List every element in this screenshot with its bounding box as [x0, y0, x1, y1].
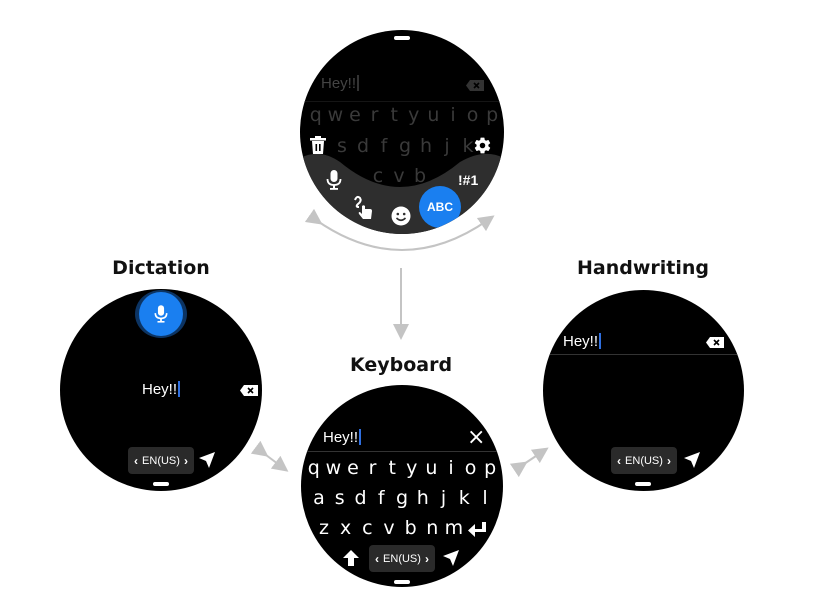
key[interactable]: i [448, 457, 454, 479]
emoji-icon[interactable] [391, 206, 411, 226]
keyboard-text: Hey!! [323, 429, 362, 446]
dictation-text: Hey!! [142, 381, 181, 398]
divider [543, 354, 744, 355]
shift-icon[interactable] [343, 550, 359, 566]
home-bar [635, 482, 651, 486]
next-language-button[interactable]: › [666, 453, 671, 468]
language-selector[interactable]: ‹ EN(US) › [128, 447, 194, 474]
key[interactable]: y [406, 457, 418, 479]
next-language-button[interactable]: › [424, 551, 429, 566]
keyboard-label: Keyboard [349, 354, 453, 376]
key[interactable]: f [377, 487, 385, 509]
home-bar [153, 482, 169, 486]
mic-icon [154, 305, 168, 323]
dictation-label: Dictation [112, 257, 210, 279]
home-bar [394, 36, 410, 40]
key[interactable]: e [347, 457, 359, 479]
handwriting-label: Handwriting [576, 257, 709, 279]
language-label: EN(US) [383, 552, 421, 565]
backspace-icon[interactable] [466, 80, 484, 91]
key[interactable]: k [458, 487, 470, 509]
dictation-watch: Hey!! ‹ EN(US) › [60, 289, 262, 491]
input-text: Hey!! [321, 75, 360, 92]
key[interactable]: o [464, 457, 477, 479]
key[interactable]: u [425, 457, 438, 479]
prev-language-button[interactable]: ‹ [617, 453, 621, 468]
language-label: EN(US) [142, 454, 180, 467]
enter-icon[interactable] [468, 522, 486, 538]
send-icon[interactable] [443, 550, 459, 566]
trash-icon[interactable] [310, 136, 326, 154]
mode-panel [300, 153, 504, 234]
handwriting-watch: Hey!! ‹ EN(US) › [543, 290, 744, 491]
key[interactable]: g [395, 487, 409, 509]
key[interactable]: s [334, 487, 345, 509]
symbols-button[interactable]: !#1 [458, 172, 479, 188]
key[interactable]: a [313, 487, 325, 509]
send-icon[interactable] [684, 452, 700, 468]
left-double-arrow [250, 440, 289, 472]
key[interactable]: x [340, 517, 352, 539]
key[interactable]: c [362, 517, 373, 539]
backspace-icon[interactable] [706, 337, 724, 348]
handwriting-text: Hey!! [563, 333, 602, 350]
close-button[interactable]: × [467, 425, 486, 450]
key[interactable]: w [325, 457, 342, 479]
abc-label: ABC [427, 200, 453, 214]
mic-icon[interactable] [326, 170, 342, 190]
handwriting-icon[interactable] [353, 195, 373, 219]
key[interactable]: z [319, 517, 329, 539]
key[interactable]: q [307, 457, 320, 479]
send-icon[interactable] [199, 452, 215, 468]
home-bar [394, 580, 410, 584]
language-label: EN(US) [625, 454, 663, 467]
abc-button[interactable]: ABC [419, 186, 461, 228]
gear-icon[interactable] [473, 136, 492, 155]
mic-button[interactable] [139, 292, 183, 336]
key[interactable]: h [416, 487, 429, 509]
key[interactable]: b [404, 517, 417, 539]
handwriting-canvas[interactable] [543, 355, 744, 443]
language-selector[interactable]: ‹ EN(US) › [611, 447, 677, 474]
prev-language-button[interactable]: ‹ [134, 453, 138, 468]
prev-language-button[interactable]: ‹ [375, 551, 379, 566]
key[interactable]: r [368, 457, 377, 479]
key[interactable]: p [484, 457, 497, 479]
key[interactable]: j [440, 487, 447, 509]
key[interactable]: l [482, 487, 488, 509]
key[interactable]: t [388, 457, 396, 479]
key[interactable]: m [444, 517, 464, 539]
key[interactable]: d [354, 487, 367, 509]
right-double-arrow [509, 447, 549, 478]
language-selector[interactable]: ‹ EN(US) › [369, 545, 435, 572]
next-language-button[interactable]: › [183, 453, 188, 468]
key[interactable]: v [383, 517, 395, 539]
key[interactable]: n [426, 517, 439, 539]
backspace-icon[interactable] [240, 385, 258, 396]
